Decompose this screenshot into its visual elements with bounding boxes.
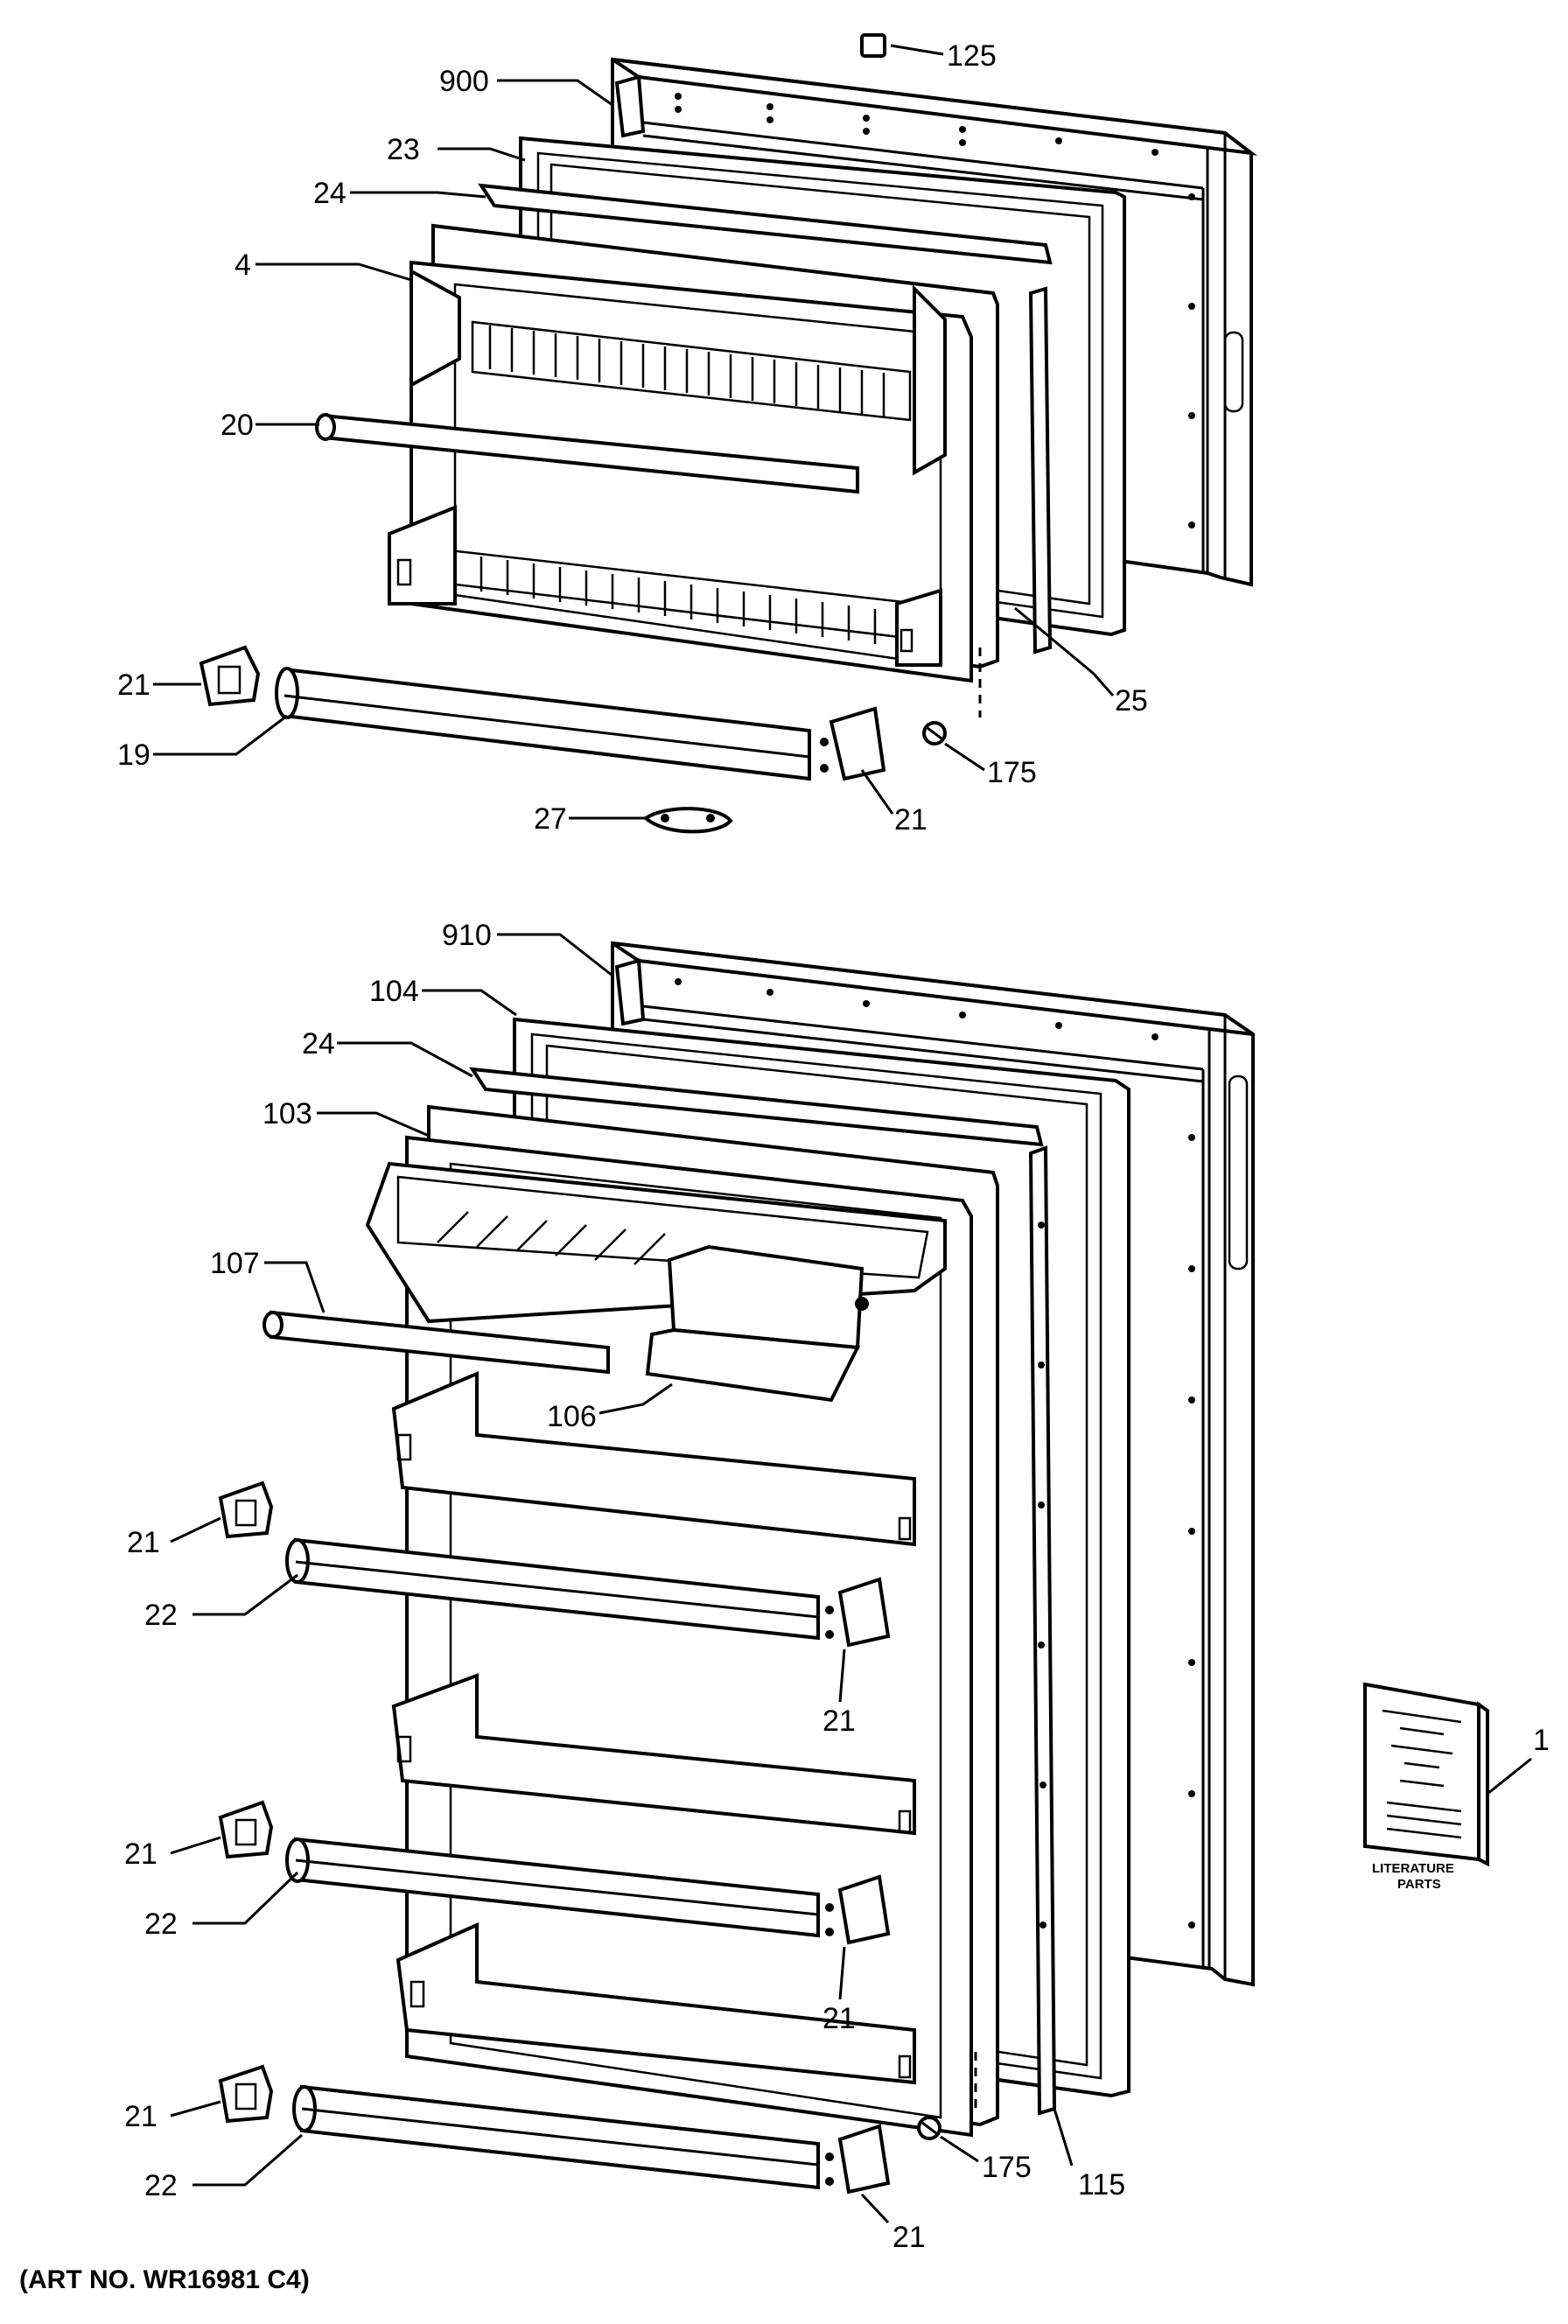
- shelf-bar-19: [275, 667, 811, 781]
- callout-115: 115: [1078, 2168, 1125, 2202]
- callout-22-bottom: 22: [144, 2169, 178, 2202]
- shelf-end-cap-21-lower-3-left: [218, 2064, 274, 2124]
- callout-21-lower-2-right: 21: [822, 2002, 856, 2035]
- callout-1: 1: [1533, 1724, 1550, 1757]
- callout-23: 23: [387, 133, 420, 166]
- callout-24: 24: [313, 177, 346, 210]
- screw-175-lower: [917, 2052, 977, 2140]
- shelf-bar-20: [315, 413, 859, 494]
- callout-103: 103: [262, 1097, 312, 1130]
- callout-175-upper: 175: [987, 756, 1037, 789]
- screw-175-upper: [922, 648, 982, 746]
- callout-106: 106: [547, 1400, 597, 1433]
- callout-21-lower-3-left: 21: [124, 2100, 158, 2133]
- callout-21-upper-right: 21: [894, 803, 928, 836]
- literature-booklet-1: [1363, 1682, 1489, 1867]
- shelf-bar-22-top: [285, 1537, 820, 1641]
- callout-21-lower-3-right: 21: [892, 2221, 926, 2254]
- breaker-strip-24-lower: [469, 1067, 1044, 1147]
- callout-27: 27: [534, 802, 567, 836]
- callout-107: 107: [210, 1247, 260, 1280]
- callout-25: 25: [1115, 684, 1148, 718]
- shelf-end-cap-21-lower-1-right: [825, 1577, 891, 1648]
- callout-19: 19: [117, 738, 150, 772]
- breaker-strip-24: [478, 183, 1053, 265]
- shelf-bar-22-bottom: [292, 2084, 820, 2190]
- dairy-door-106: [645, 1244, 869, 1403]
- callout-21-lower-1-right: 21: [822, 1704, 856, 1738]
- lower-door-assembly: [218, 941, 1489, 2194]
- trim-strip-25: [1014, 286, 1095, 676]
- shelf-end-cap-21-upper-left: [199, 645, 261, 707]
- callout-21-lower-2-left: 21: [124, 1838, 158, 1871]
- callout-24-lower: 24: [302, 1027, 335, 1060]
- inner-door-liner-4: [388, 223, 999, 683]
- lower-leader-lines: [170, 933, 1532, 2224]
- callout-22-middle: 22: [144, 1908, 178, 1941]
- callout-20: 20: [220, 409, 254, 442]
- shelf-bar-22-middle: [285, 1837, 820, 1938]
- shelf-end-cap-21-lower-1-left: [218, 1480, 274, 1539]
- callout-104: 104: [369, 975, 419, 1008]
- bracket-27: [642, 807, 733, 834]
- callout-910: 910: [442, 919, 492, 952]
- literature-caption-line2: PARTS: [1397, 1877, 1441, 1892]
- shelf-end-cap-21-lower-3-right: [825, 2124, 891, 2194]
- shelf-end-cap-21-lower-2-left: [218, 1800, 274, 1859]
- callout-22-top: 22: [144, 1599, 178, 1632]
- literature-caption-line1: LITERATURE: [1372, 1861, 1454, 1876]
- lower-callout-labels: 910 104 24 103 107 106 21 22 21 21 22 21…: [124, 919, 1550, 2254]
- plug-125: [860, 33, 886, 58]
- upper-leader-lines: [153, 44, 1115, 820]
- upper-callout-labels: 900 125 23 24 4 20 21 19 25 175 21 27: [117, 39, 1148, 836]
- literature-caption: LITERATURE PARTS: [1372, 1861, 1454, 1892]
- callout-4: 4: [234, 248, 251, 282]
- shelf-end-cap-21-upper-right: [820, 706, 886, 781]
- shelf-end-cap-21-lower-2-right: [825, 1874, 891, 1945]
- callout-21-upper-left: 21: [117, 668, 150, 702]
- callout-900: 900: [439, 65, 489, 98]
- callout-125: 125: [947, 39, 997, 73]
- upper-door-assembly: [199, 33, 1258, 834]
- shelf-bar-107: [262, 1310, 610, 1375]
- callout-175-lower: 175: [982, 2151, 1032, 2184]
- art-number: (ART NO. WR16981 C4): [19, 2265, 310, 2294]
- callout-21-lower-1-left: 21: [127, 1526, 160, 1559]
